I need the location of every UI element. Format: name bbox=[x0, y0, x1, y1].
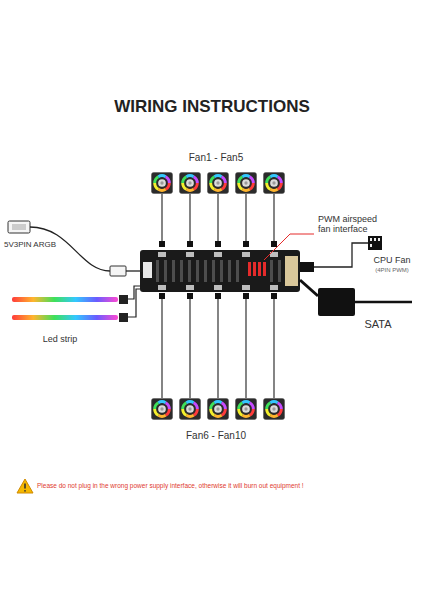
pwm-interface-label: PWM airspeed fan interface bbox=[318, 214, 384, 235]
cpu-fan-cable bbox=[300, 236, 382, 272]
sata-plug bbox=[300, 280, 412, 316]
fan-group-label: Fan1 - Fan5 bbox=[189, 152, 243, 164]
fan-group-label: Fan6 - Fan10 bbox=[186, 430, 246, 442]
cpu-fan-label: CPU Fan bbox=[373, 255, 410, 265]
warning-icon bbox=[17, 479, 33, 493]
hub-board bbox=[140, 250, 300, 292]
sata-label: SATA bbox=[364, 318, 391, 331]
led-strip-label: Led strip bbox=[43, 334, 78, 344]
pwm-pins bbox=[248, 262, 266, 276]
bottom-fans bbox=[151, 293, 284, 420]
connector-type-label: (4PIN PWM) bbox=[375, 267, 409, 274]
argb-label: 5V3PIN ARGB bbox=[4, 240, 56, 249]
diagram-title: WIRING INSTRUCTIONS bbox=[114, 97, 310, 117]
led-strips bbox=[12, 286, 140, 322]
warning-note: Please do not plug in the wrong power su… bbox=[37, 482, 304, 489]
leader-line bbox=[264, 234, 314, 260]
top-fans bbox=[151, 172, 284, 247]
